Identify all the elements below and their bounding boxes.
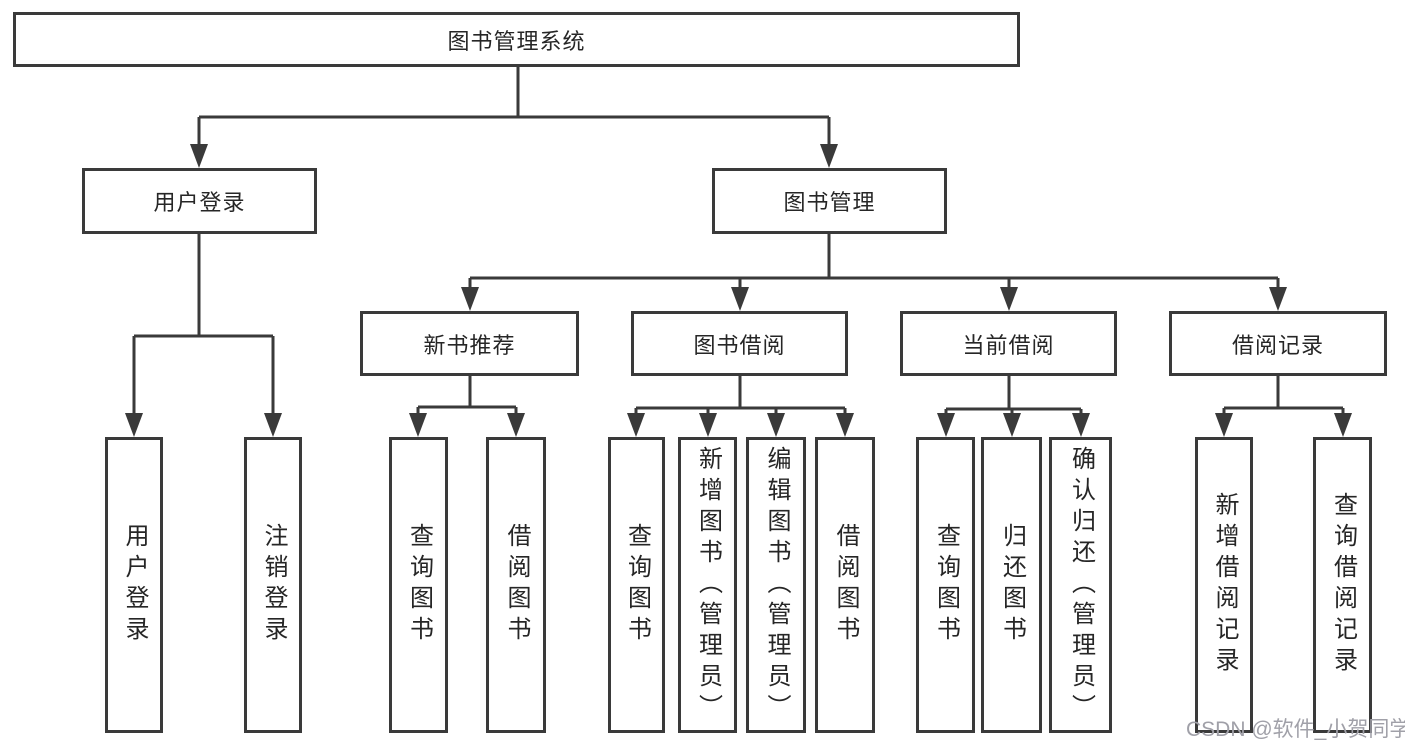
- leaf-label: 查询图书: [932, 523, 960, 647]
- node-label: 图书借阅: [693, 332, 786, 358]
- leaf-logout: 注销登录: [244, 437, 302, 733]
- leaf-query-borrow-record: 查询借阅记录: [1313, 437, 1372, 733]
- node-label: 借阅记录: [1231, 332, 1324, 358]
- node-label: 当前借阅: [962, 332, 1055, 358]
- node-library-management-system: 图书管理系统: [13, 12, 1020, 67]
- leaf-label: 注销登录: [260, 523, 287, 647]
- node-user-login: 用户登录: [82, 168, 317, 234]
- leaf-label: 编辑图书（管理员）: [763, 445, 790, 725]
- node-book-management: 图书管理: [712, 168, 947, 234]
- leaf-query-books-borrowing: 查询图书: [608, 437, 665, 733]
- leaf-label: 确认归还（管理员）: [1067, 445, 1095, 725]
- leaf-label: 查询图书: [623, 523, 651, 647]
- node-label: 图书管理: [783, 190, 876, 215]
- leaf-return-books: 归还图书: [981, 437, 1042, 733]
- leaf-borrow-books-borrowing: 借阅图书: [815, 437, 875, 733]
- leaf-label: 查询借阅记录: [1329, 492, 1357, 678]
- leaf-label: 新增借阅记录: [1211, 492, 1238, 678]
- leaf-confirm-return-admin: 确认归还（管理员）: [1049, 437, 1112, 733]
- leaf-add-borrow-record: 新增借阅记录: [1195, 437, 1253, 733]
- leaf-add-book-admin: 新增图书（管理员）: [678, 437, 737, 733]
- node-label: 图书管理系统: [447, 28, 586, 54]
- leaf-label: 归还图书: [998, 523, 1026, 647]
- node-borrowing-records: 借阅记录: [1169, 311, 1387, 376]
- leaf-label: 查询图书: [405, 523, 433, 647]
- leaf-query-books-recommend: 查询图书: [389, 437, 448, 733]
- node-book-borrowing: 图书借阅: [631, 311, 848, 376]
- leaf-user-login: 用户登录: [105, 437, 163, 733]
- leaf-label: 新增图书（管理员）: [694, 445, 722, 725]
- leaf-label: 借阅图书: [503, 523, 530, 647]
- node-current-borrowing: 当前借阅: [900, 311, 1117, 376]
- node-label: 用户登录: [153, 190, 246, 215]
- leaf-borrow-books-recommend: 借阅图书: [486, 437, 546, 733]
- leaf-edit-book-admin: 编辑图书（管理员）: [746, 437, 806, 733]
- leaf-label: 用户登录: [121, 523, 148, 647]
- leaf-label: 借阅图书: [832, 523, 859, 647]
- node-new-book-recommend: 新书推荐: [360, 311, 579, 376]
- csdn-watermark: CSDN @软件_小贺同学: [1186, 718, 1405, 741]
- node-label: 新书推荐: [423, 332, 516, 358]
- leaf-query-books-current: 查询图书: [916, 437, 975, 733]
